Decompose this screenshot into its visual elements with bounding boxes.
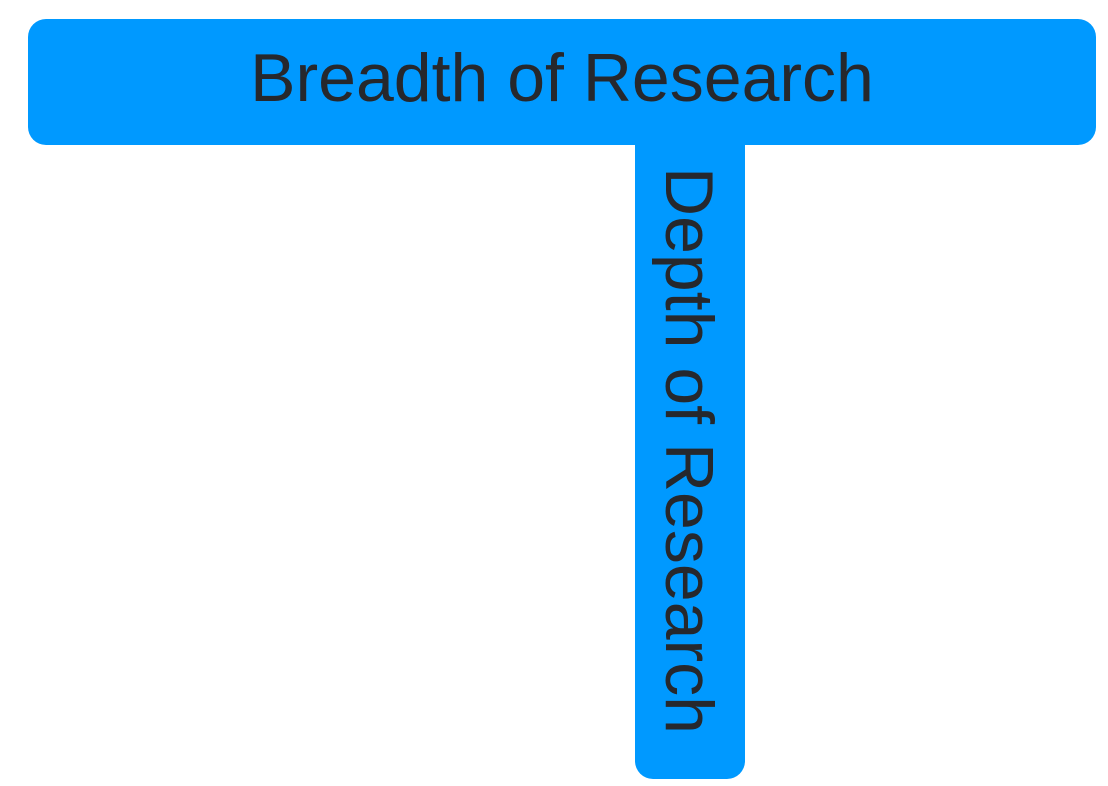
depth-label: Depth of Research <box>651 167 727 734</box>
breadth-label: Breadth of Research <box>250 40 874 116</box>
breadth-bar: Breadth of Research <box>28 19 1096 145</box>
depth-bar: Depth of Research <box>635 138 745 779</box>
